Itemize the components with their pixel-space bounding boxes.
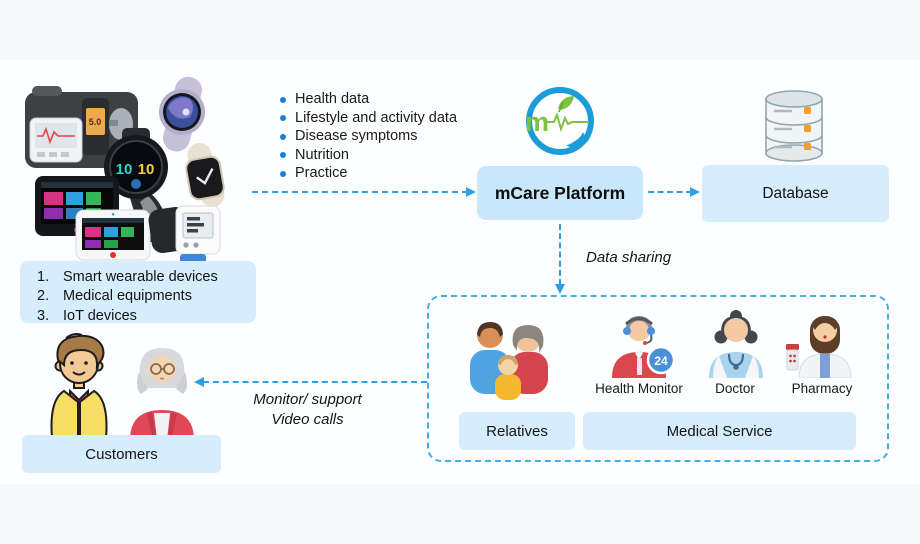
monitor-support-line1: Monitor/ support bbox=[253, 391, 362, 408]
list-item: 2. Medical equipments bbox=[37, 287, 218, 306]
svg-text:●: ● bbox=[111, 212, 115, 218]
bullet-item: Disease symptoms bbox=[278, 127, 457, 146]
medical-service-node: Medical Service bbox=[583, 412, 856, 450]
pharmacy-label: Pharmacy bbox=[791, 381, 853, 396]
bullet-item: Health data bbox=[278, 90, 457, 109]
watch-time-a: 10 bbox=[116, 161, 133, 178]
bullet-item: Practice bbox=[278, 164, 457, 183]
badge-24: 24 bbox=[654, 354, 668, 368]
list-label: IoT devices bbox=[63, 307, 137, 324]
mcare-platform-node: mCare Platform bbox=[477, 166, 643, 220]
list-label: Medical equipments bbox=[63, 288, 192, 305]
apple-watch-icon bbox=[185, 143, 225, 207]
galaxy-watch-icon bbox=[159, 76, 205, 152]
devices-list-box: 1. Smart wearable devices 2. Medical equ… bbox=[20, 261, 256, 326]
arrowhead-right-icon bbox=[466, 186, 476, 197]
list-number: 1. bbox=[37, 269, 50, 285]
doctor-label: Doctor bbox=[715, 381, 755, 396]
list-number: 2. bbox=[37, 288, 50, 305]
database-icon bbox=[765, 90, 823, 162]
devices-collage: 5.0 10 10 bbox=[25, 76, 225, 264]
data-sharing-label: Data sharing bbox=[586, 249, 672, 266]
database-node: Database bbox=[702, 165, 889, 222]
pharmacy-icon bbox=[786, 316, 852, 378]
list-number: 3. bbox=[37, 307, 50, 324]
bullet-item: Lifestyle and activity data bbox=[278, 109, 457, 128]
arrow-devices-to-platform bbox=[252, 191, 468, 193]
medical-service-label: Medical Service bbox=[666, 422, 773, 440]
relatives-label: Relatives bbox=[486, 422, 548, 440]
monitor-support-label: Monitor/ support Video calls bbox=[225, 390, 390, 430]
bullet-item: Nutrition bbox=[278, 146, 457, 165]
customer-man-icon bbox=[50, 333, 108, 439]
monitor-support-line2: Video calls bbox=[271, 411, 344, 428]
glucose-value: 5.0 bbox=[89, 117, 102, 127]
family-icon bbox=[470, 322, 548, 400]
customers-label: Customers bbox=[85, 445, 158, 463]
list-item: 1. Smart wearable devices bbox=[37, 268, 218, 287]
customer-elderly-woman-icon bbox=[130, 348, 194, 440]
arrowhead-right-icon bbox=[690, 186, 700, 197]
relatives-node: Relatives bbox=[459, 412, 575, 450]
mcare-platform-label: mCare Platform bbox=[494, 182, 626, 203]
arrowhead-left-icon bbox=[194, 376, 204, 387]
arrow-platform-to-service bbox=[559, 224, 561, 285]
doctor-icon bbox=[709, 310, 763, 378]
list-item: 3. IoT devices bbox=[37, 307, 218, 326]
blood-pressure-monitor-icon bbox=[148, 205, 221, 264]
arrow-platform-to-database bbox=[648, 191, 692, 193]
list-label: Smart wearable devices bbox=[63, 269, 218, 285]
medical-service-container bbox=[427, 295, 889, 462]
devices-list: 1. Smart wearable devices 2. Medical equ… bbox=[20, 261, 218, 326]
database-label: Database bbox=[762, 184, 829, 202]
health-monitor-label: Health Monitor bbox=[595, 381, 683, 396]
arrowhead-down-icon bbox=[554, 284, 565, 294]
customers-node: Customers bbox=[22, 435, 221, 473]
arrow-service-to-customers bbox=[203, 381, 427, 383]
watch-time-b: 10 bbox=[138, 161, 155, 178]
health-monitor-icon: 24 bbox=[612, 316, 676, 378]
data-types-list: Health data Lifestyle and activity data … bbox=[278, 90, 457, 183]
mcare-logo-icon: m bbox=[525, 87, 594, 155]
patient-monitor-icon: ● bbox=[75, 209, 151, 261]
